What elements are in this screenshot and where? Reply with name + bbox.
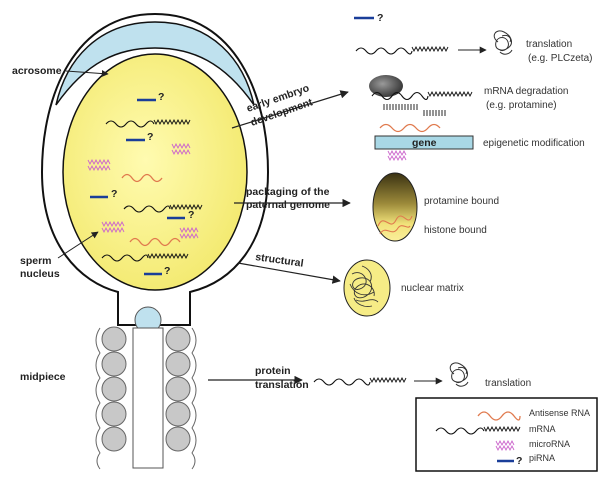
midpiece-outline — [191, 327, 197, 470]
microrna — [387, 149, 407, 162]
acrosome-arrow — [65, 70, 109, 78]
protamine-example-text: (e.g. protamine) — [486, 100, 557, 111]
pirna-question: ? — [188, 209, 194, 221]
gene-bar — [374, 135, 474, 150]
microrna — [87, 158, 111, 172]
epigenetic-text: epigenetic modification — [483, 138, 585, 149]
pirna-question: ? — [111, 188, 117, 200]
antisense-rna — [129, 237, 181, 247]
legend-label-microrna: microRNA — [529, 439, 570, 449]
mrna-molecule — [105, 118, 191, 128]
nucleus-rna-contents: ? ? ? ? ? — [87, 91, 203, 277]
mitochondrion — [101, 401, 127, 427]
midpiece-label: midpiece — [20, 371, 66, 383]
nucleus-arrow — [57, 231, 99, 259]
mitochondrion — [165, 376, 191, 402]
pirna-mark: ? — [137, 91, 164, 103]
sperm-label: sperm — [20, 255, 52, 267]
histone-loops — [377, 215, 413, 235]
degradation-complex — [369, 75, 403, 97]
protamine-bound-text: protamine bound — [424, 196, 499, 207]
outcome-translation-bottom: translation — [313, 362, 531, 389]
protein-label: protein — [255, 365, 291, 377]
pathway-packaging: packaging of the paternal genome — [234, 186, 351, 211]
antisense-rna — [379, 123, 441, 133]
mitochondrion — [101, 326, 127, 352]
mitochondrion — [101, 351, 127, 377]
mrna-degradation-text: mRNA degradation — [484, 86, 569, 97]
translation-text: translation — [526, 39, 572, 50]
legend-label-mrna: mRNA — [529, 424, 556, 434]
antisense-rna-icon — [477, 411, 521, 421]
antisense-rna — [121, 173, 163, 183]
legend: Antisense RNA mRNA microRNA ? piRNA — [415, 397, 598, 472]
legend-label-antisense: Antisense RNA — [529, 408, 590, 418]
sperm-nucleus — [62, 53, 248, 291]
outcome-epigenetic: gene epigenetic modification — [374, 123, 585, 162]
mitochondrion — [165, 426, 191, 452]
mrna-molecule — [123, 203, 203, 213]
outcome-chromatin: protamine bound histone bound — [372, 172, 499, 242]
nucleus-label: nucleus — [20, 268, 60, 280]
chromatin-ellipse — [372, 172, 418, 242]
mitochondrion — [165, 351, 191, 377]
pirna-mark: ? — [167, 209, 194, 221]
microrna — [179, 226, 199, 240]
legend-box — [415, 397, 598, 472]
microrna — [101, 220, 125, 234]
pirna-question: ? — [158, 91, 164, 103]
outcome-pirna-unknown: ? — [354, 12, 383, 24]
gene-text: gene — [412, 137, 437, 149]
outcome-mrna-degradation: mRNA degradation (e.g. protamine) — [369, 75, 569, 116]
acrosome-cap — [55, 21, 255, 106]
midpiece — [95, 326, 197, 470]
pirna-mark: ? — [144, 265, 170, 277]
mitochondrion — [101, 376, 127, 402]
microrna-icon — [495, 439, 515, 452]
paternal-genome-label: paternal genome — [246, 199, 330, 211]
acrosome-label: acrosome — [12, 65, 62, 77]
pirna-mark: ? — [90, 188, 117, 200]
mitochondrion — [165, 401, 191, 427]
legend-pirna-question: ? — [516, 455, 522, 467]
pirna-question: ? — [147, 131, 153, 143]
sperm-head — [40, 12, 270, 326]
nuclear-matrix-text: nuclear matrix — [401, 283, 464, 294]
histone-bound-text: histone bound — [424, 225, 487, 236]
microrna — [171, 142, 191, 156]
mrna-icon — [435, 425, 521, 435]
mrna-molecule — [101, 252, 189, 262]
translation-bottom-text: translation — [485, 378, 531, 389]
degraded-fragments — [383, 104, 446, 116]
pirna-icon: ? — [497, 455, 522, 467]
pathway-structural: structural — [237, 251, 341, 284]
pathway-protein-translation: protein translation — [208, 365, 309, 391]
pirna-mark: ? — [126, 131, 153, 143]
outcome-translation-plczeta: translation (e.g. PLCzeta) — [355, 30, 592, 64]
midpiece-outline — [95, 327, 101, 470]
midpiece-shaft — [132, 327, 164, 469]
matrix-scribble — [349, 265, 379, 307]
pirna-question: ? — [164, 265, 170, 277]
translation-label: translation — [255, 379, 309, 391]
nuclear-matrix-ellipse — [343, 259, 391, 317]
protein-scribble-icon — [449, 362, 469, 387]
protein-scribble-icon — [493, 30, 513, 55]
plczeta-text: (e.g. PLCzeta) — [528, 53, 592, 64]
packaging-label: packaging of the — [246, 186, 330, 198]
mitochondrion — [101, 426, 127, 452]
mitochondrion — [165, 326, 191, 352]
pirna-question: ? — [377, 12, 383, 24]
outcome-nuclear-matrix: nuclear matrix — [343, 259, 464, 317]
legend-label-pirna: piRNA — [529, 453, 555, 463]
